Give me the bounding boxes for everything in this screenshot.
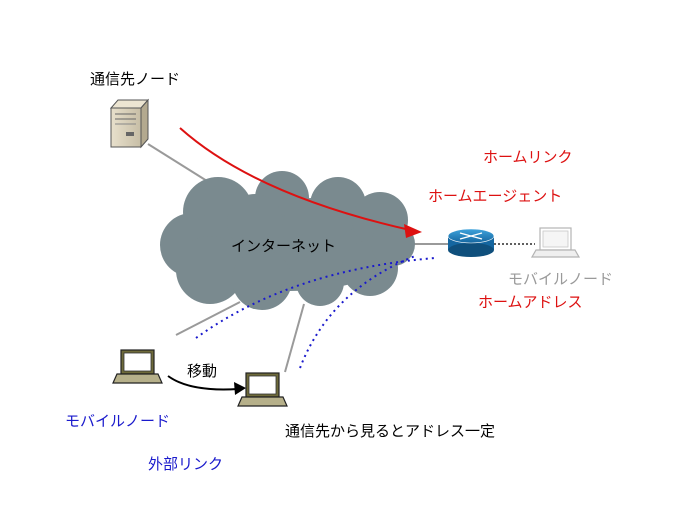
move-label: 移動: [187, 362, 218, 380]
laptop-icon-home: [530, 227, 581, 258]
home-agent-label: ホームエージェント: [428, 187, 563, 205]
home-link-label: ホームリンク: [483, 148, 573, 166]
mobile-node-home-label: モバイルノード: [508, 270, 614, 288]
link-correspondent-internet: [147, 143, 216, 187]
move-arrow-head: [234, 382, 246, 395]
red-arrow-head: [404, 224, 422, 238]
laptop-icon-moved: [237, 372, 288, 407]
server-icon: [109, 98, 150, 149]
foreign-link-label: 外部リンク: [148, 455, 224, 473]
correspondent-node-label: 通信先ノード: [90, 70, 181, 88]
link-mobile-internet: [175, 301, 241, 336]
router-icon: [447, 228, 495, 257]
laptop-icon-mobile: [112, 349, 163, 384]
home-address-label: ホームアドレス: [478, 293, 583, 311]
move-arrow: [167, 375, 239, 391]
red-route-path: [179, 127, 411, 231]
internet-label: インターネット: [231, 237, 337, 255]
blue-tunnel-upper: [195, 257, 436, 339]
mobile-node-label: モバイルノード: [65, 412, 171, 430]
blue-tunnel-lower: [299, 255, 416, 369]
internet-cloud: [160, 171, 415, 310]
link-moved-internet: [284, 303, 305, 373]
constant-address-label: 通信先から見るとアドレス一定: [285, 422, 496, 440]
